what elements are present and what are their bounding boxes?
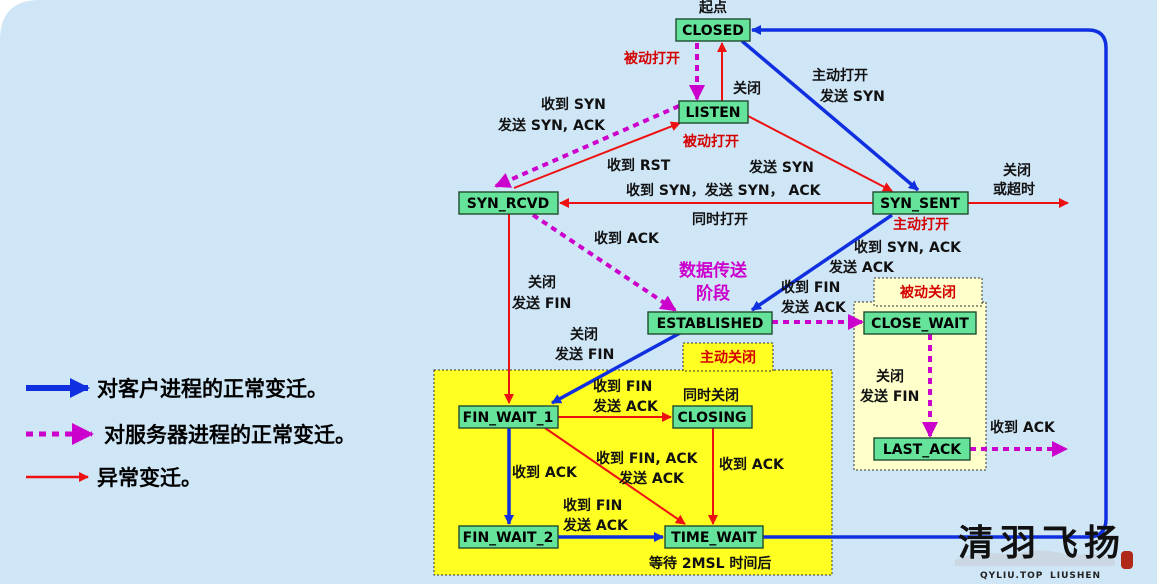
label-recv-fin-ack-l1: 收到 FIN, ACK	[596, 450, 699, 467]
label-passive-open-2: 被动打开	[683, 133, 739, 150]
state-syn-rcvd: SYN_RCVD	[458, 191, 559, 215]
state-time-wait: TIME_WAIT	[664, 525, 764, 549]
state-close-wait-label: CLOSE_WAIT	[871, 316, 969, 332]
state-last-ack: LAST_ACK	[873, 437, 971, 461]
legend-client-label: 对客户进程的正常变迁。	[97, 377, 328, 401]
state-fin-wait-1-label: FIN_WAIT_1	[463, 410, 554, 426]
legend: 对客户进程的正常变迁。 对服务器进程的正常变迁。 异常变迁。	[26, 377, 356, 490]
label-recv-rst: 收到 RST	[607, 157, 671, 174]
label-active-open-l2: 发送 SYN	[819, 88, 885, 105]
label-recv-fin-a-l1: 收到 FIN	[781, 279, 840, 296]
label-recv-syn-send-synack: 收到 SYN，发送 SYN， ACK	[626, 182, 822, 199]
active-close-badge: 主动关闭	[682, 342, 774, 372]
watermark-mountain	[955, 550, 1115, 566]
label-passive-open-1: 被动打开	[624, 50, 680, 67]
state-time-wait-label: TIME_WAIT	[671, 530, 757, 546]
arrow-established-to-fin-wait-1	[551, 331, 681, 405]
state-listen-label: LISTEN	[685, 105, 740, 121]
arrow-syn-rcvd-to-listen	[513, 121, 681, 189]
watermark-sub-left: QYLIU.TOP	[980, 571, 1043, 581]
passive-close-badge: 被动关闭	[873, 277, 983, 307]
legend-server: 对服务器进程的正常变迁。	[26, 423, 356, 447]
state-syn-sent: SYN_SENT	[872, 191, 969, 215]
arrow-time-wait-to-closed	[751, 25, 1108, 539]
legend-abnormal: 异常变迁。	[26, 466, 202, 490]
label-recv-fin-b-l2: 发送 ACK	[592, 398, 659, 415]
label-recv-syn-l2: 发送 SYN, ACK	[497, 117, 606, 134]
watermark: 清羽飞扬 QYLIU.TOP LIUSHEN	[955, 522, 1133, 581]
watermark-seal	[1121, 551, 1133, 569]
arrow-fin-wait-1-to-time-wait	[544, 427, 686, 525]
label-data-transfer-l2: 阶段	[696, 283, 730, 304]
active-close-label: 主动关闭	[700, 349, 756, 366]
state-established: ESTABLISHED	[647, 311, 773, 335]
label-recv-ack-2: 收到 ACK	[990, 419, 1056, 436]
label-close-send-fin-a-l2: 发送 FIN	[511, 295, 571, 312]
legend-client: 对客户进程的正常变迁。	[26, 377, 328, 401]
arrow-listen-to-syn-rcvd	[494, 104, 680, 188]
arrow-closed-to-syn-sent	[740, 39, 920, 192]
state-established-label: ESTABLISHED	[657, 316, 764, 332]
passive-close-label: 被动关闭	[900, 284, 956, 301]
legend-server-label: 对服务器进程的正常变迁。	[104, 423, 356, 447]
label-recv-syn-l1: 收到 SYN	[541, 96, 606, 113]
label-recv-fin-c-l2: 发送 ACK	[562, 517, 629, 534]
state-last-ack-label: LAST_ACK	[883, 442, 962, 458]
label-recv-fin-a-l2: 发送 ACK	[780, 299, 847, 316]
state-fin-wait-2: FIN_WAIT_2	[458, 525, 559, 549]
label-start: 起点	[698, 0, 727, 16]
label-wait-2msl: 等待 2MSL 时间后	[649, 555, 771, 572]
watermark-sub-right: LIUSHEN	[1050, 571, 1101, 581]
label-close-send-fin-a-l1: 关闭	[528, 274, 556, 291]
label-active-open-2: 主动打开	[893, 216, 949, 233]
label-active-open-l1: 主动打开	[812, 67, 868, 84]
state-closed-label: CLOSED	[682, 23, 744, 39]
label-close-send-fin-b-l2: 发送 FIN	[554, 346, 614, 363]
watermark-title: 清羽飞扬	[958, 522, 1126, 564]
state-close-wait: CLOSE_WAIT	[863, 311, 977, 335]
label-recv-fin-ack-l2: 发送 ACK	[618, 470, 685, 487]
label-recv-synack-l2: 发送 ACK	[828, 259, 895, 276]
state-listen: LISTEN	[678, 100, 749, 124]
arrow-listen-to-syn-sent	[747, 115, 893, 192]
label-send-syn: 发送 SYN	[748, 159, 814, 176]
label-close-1: 关闭	[733, 80, 761, 97]
label-simultaneous-close: 同时关闭	[683, 387, 739, 404]
state-closing: CLOSING	[672, 405, 753, 429]
label-simultaneous-open: 同时打开	[692, 211, 748, 228]
state-closed: CLOSED	[675, 18, 751, 42]
label-close-send-fin-c-l1: 关闭	[876, 368, 904, 385]
state-closing-label: CLOSING	[677, 410, 746, 426]
label-recv-ack-1: 收到 ACK	[594, 230, 660, 247]
label-recv-ack-4: 收到 ACK	[512, 464, 578, 481]
label-recv-fin-c-l1: 收到 FIN	[563, 497, 622, 514]
state-fin-wait-1: FIN_WAIT_1	[458, 405, 559, 429]
state-fin-wait-2-label: FIN_WAIT_2	[463, 530, 554, 546]
label-close-timeout-l2: 或超时	[993, 181, 1035, 198]
label-close-timeout-l1: 关闭	[1003, 162, 1031, 179]
state-syn-rcvd-label: SYN_RCVD	[467, 196, 549, 212]
label-close-send-fin-b-l1: 关闭	[570, 326, 598, 343]
label-recv-synack-l1: 收到 SYN, ACK	[854, 239, 962, 256]
label-data-transfer-l1: 数据传送	[679, 260, 748, 281]
state-syn-sent-label: SYN_SENT	[880, 196, 960, 212]
arrow-syn-sent-to-established	[751, 213, 893, 312]
label-recv-ack-3: 收到 ACK	[719, 456, 785, 473]
legend-abnormal-label: 异常变迁。	[97, 466, 202, 490]
label-recv-fin-b-l1: 收到 FIN	[593, 378, 652, 395]
label-close-send-fin-c-l2: 发送 FIN	[859, 388, 919, 405]
